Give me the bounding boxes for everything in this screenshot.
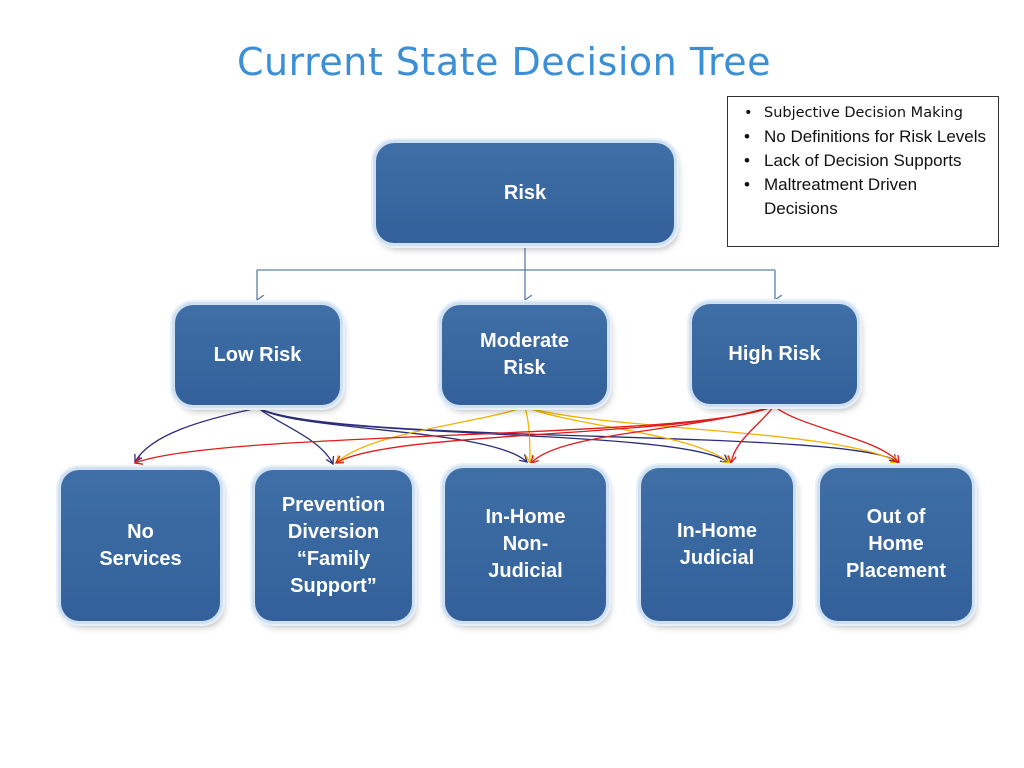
node-inhome-nonjudicial: In-Home Non- Judicial	[445, 468, 606, 621]
node-inhome-judicial-label: In-Home Judicial	[677, 519, 757, 569]
low-risk-links	[134, 407, 898, 466]
link-low-out-of-home	[257, 407, 898, 463]
node-high-risk: High Risk	[692, 304, 857, 404]
link-moderate-prevention	[335, 406, 526, 464]
node-prevention-diversion-label: Prevention Diversion “Family Support”	[281, 493, 386, 597]
node-low-risk: Low Risk	[175, 305, 340, 405]
node-prevention-diversion: Prevention Diversion “Family Support”	[255, 470, 412, 621]
high-risk-links	[133, 405, 900, 465]
link-high-out-of-home	[773, 405, 900, 465]
issues-list: Subjective Decision Making No Definition…	[738, 101, 990, 221]
node-risk: Risk	[376, 143, 674, 243]
page-title: Current State Decision Tree	[237, 40, 771, 84]
node-risk-label: Risk	[503, 181, 547, 204]
link-low-prevention	[257, 407, 335, 466]
link-low-no-services	[134, 407, 259, 464]
node-out-of-home-placement: Out of Home Placement	[820, 468, 972, 621]
note-item-definitions: No Definitions for Risk Levels	[738, 125, 990, 149]
node-inhome-judicial: In-Home Judicial	[641, 468, 793, 621]
node-moderate-risk: Moderate Risk	[442, 305, 607, 405]
node-low-risk-label: Low Risk	[213, 343, 302, 366]
link-high-inhome-nonjudicial	[530, 405, 775, 464]
link-moderate-out-of-home	[524, 406, 900, 464]
note-item-supports: Lack of Decision Supports	[738, 149, 990, 173]
issues-note-box: Subjective Decision Making No Definition…	[727, 96, 999, 247]
tree-connector	[257, 244, 775, 300]
node-high-risk-label: High Risk	[728, 342, 821, 365]
link-low-inhome-nonjudicial	[257, 407, 528, 463]
node-no-services: No Services	[61, 470, 220, 621]
node-no-services-label: No Services	[99, 520, 182, 570]
note-item-maltreatment: Maltreatment Driven Decisions	[738, 173, 990, 221]
moderate-risk-links	[335, 406, 900, 465]
node-out-of-home-placement-label: Out of Home Placement	[845, 506, 947, 582]
link-high-inhome-judicial	[727, 405, 775, 465]
note-item-subjective: Subjective Decision Making	[738, 101, 990, 125]
link-low-inhome-judicial	[257, 407, 730, 463]
node-inhome-nonjudicial-label: In-Home Non- Judicial	[485, 506, 566, 582]
node-moderate-risk-label: Moderate Risk	[480, 330, 569, 379]
link-moderate-inhome-judicial	[524, 406, 732, 464]
